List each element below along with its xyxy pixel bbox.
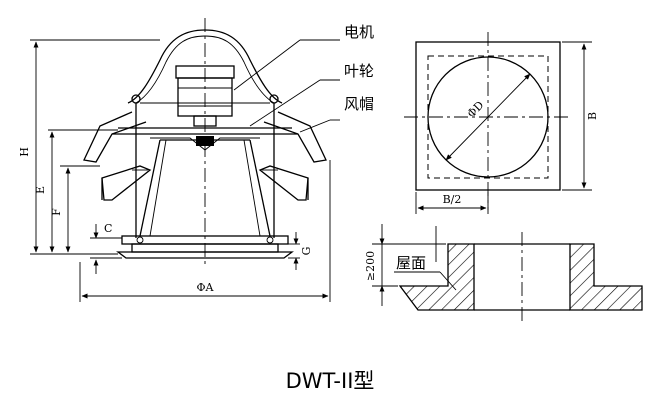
motor-leader [233, 39, 301, 91]
dim-F-label: F [50, 208, 63, 216]
right-skirt [263, 111, 327, 163]
cone-left [139, 139, 161, 237]
side-elevation: H E F C G ΦA 电机 叶轮 风帽 [18, 18, 374, 302]
dim-min-height-label: ≥200 [364, 251, 377, 281]
right-hood-ball [269, 94, 279, 104]
dim-G-label: G [300, 247, 313, 256]
left-skirt [83, 111, 147, 163]
cone-right [249, 139, 271, 237]
impeller-blades [150, 137, 260, 151]
roof-right-hatch [569, 243, 643, 311]
dim-E-label: E [34, 186, 47, 194]
impeller-leader [249, 79, 321, 127]
label-motor: 电机 [344, 23, 374, 41]
label-impeller: 叶轮 [344, 62, 374, 80]
dome-outer [127, 29, 283, 104]
dim-phiA-label: ΦA [197, 281, 215, 294]
plan-view: ΦD B B/2 [404, 32, 599, 214]
left-hood-ball [131, 94, 141, 104]
dim-B-label: B [586, 112, 599, 120]
dim-B-half-label: B/2 [443, 193, 462, 206]
hood-leader [299, 119, 331, 133]
impeller-hub [196, 136, 214, 146]
dim-phiD-line [445, 73, 531, 161]
left-lower-hood [101, 165, 152, 201]
dim-H-label: H [18, 147, 31, 157]
label-roof: 屋面 [396, 254, 426, 272]
drawing-title: DWT-II型 [286, 369, 375, 393]
label-hood: 风帽 [344, 95, 374, 113]
right-lower-hood [258, 165, 309, 201]
dim-C-label: C [104, 222, 112, 235]
roof-detail: ≥200 屋面 [364, 224, 643, 324]
